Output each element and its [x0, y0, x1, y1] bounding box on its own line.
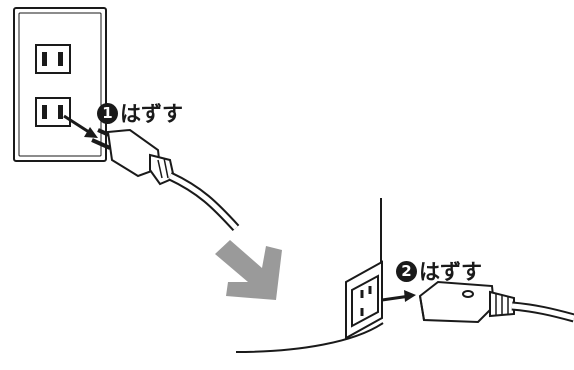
appliance-body: [235, 198, 384, 353]
power-cable: [168, 171, 240, 232]
appliance-cable: [511, 301, 574, 323]
step-1-label: 1 はずす: [97, 98, 183, 128]
appliance-socket-icon: [345, 260, 383, 340]
step-2-badge: 2: [396, 260, 417, 282]
step-2-text: はずす: [419, 260, 482, 284]
pull-arrow-1: [63, 114, 98, 138]
step-1-badge: 1: [97, 102, 118, 124]
power-plug-icon: [91, 128, 176, 186]
appliance-connector-icon: [418, 280, 515, 324]
pull-arrow-2: [381, 290, 416, 302]
wall-outlet-icon: [13, 7, 107, 162]
flow-arrow-icon: [215, 240, 282, 300]
step-1-text: はずす: [120, 102, 183, 126]
step-2-label: 2 はずす: [396, 256, 482, 286]
